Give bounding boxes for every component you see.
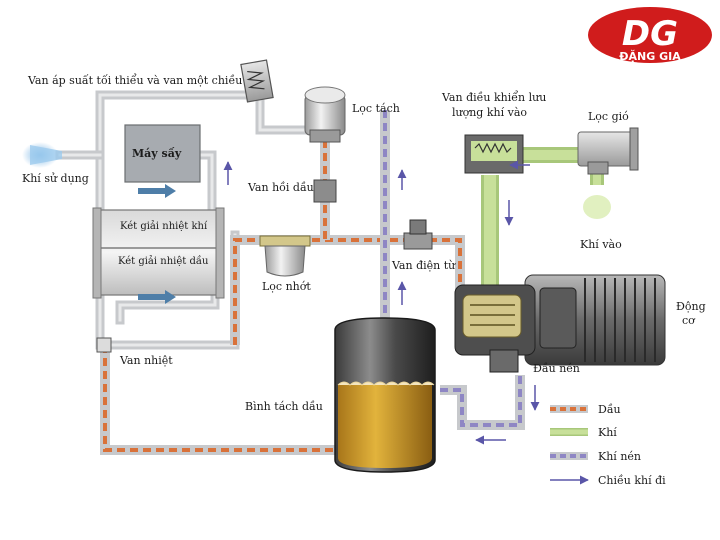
air-filter [577, 127, 639, 175]
coolers [92, 207, 225, 299]
label-thermal-valve: Van nhiệt [119, 354, 173, 367]
label-oil-return-valve: Van hồi dầu [247, 181, 314, 194]
label-compressor-head: Đầu nén [533, 362, 580, 375]
oil-line [100, 140, 465, 455]
label-motor-1: Động [676, 300, 706, 313]
oil-filter [259, 235, 311, 277]
logo-badge [588, 7, 712, 63]
legend: Dầu Khí Khí nén Chiều khí đi [550, 403, 666, 487]
motor [524, 274, 666, 366]
compressor-head [454, 284, 536, 373]
logo: DG ĐẶNG GIA [588, 7, 712, 63]
legend-label-oil: Dầu [598, 403, 621, 416]
logo-subtitle: ĐẶNG GIA [619, 49, 681, 63]
thermal-valve [96, 337, 112, 353]
label-oil-cooler: Két giải nhiệt dầu [118, 255, 209, 267]
label-separator-filter: Lọc tách [352, 102, 400, 115]
intake-air-path [481, 147, 604, 290]
label-motor-2: cơ [682, 314, 696, 327]
air-use-spray-icon [22, 142, 62, 168]
intake-valve [464, 134, 524, 174]
legend-label-air: Khí [598, 426, 617, 439]
arrow-right-icon [138, 290, 176, 304]
label-air-in: Khí vào [580, 238, 622, 251]
label-intake-valve-1: Van điều khiển lưu [441, 90, 546, 104]
label-air-cooler: Két giải nhiệt khí [120, 221, 208, 232]
label-oil-filter: Lọc nhớt [262, 280, 311, 293]
labels: Van áp suất tối thiểu và van một chiều L… [22, 73, 706, 413]
legend-item-direction: Chiều khí đi [550, 474, 666, 487]
legend-label-direction: Chiều khí đi [598, 474, 666, 487]
air-in-glow [583, 195, 611, 219]
flow-arrows [223, 160, 540, 445]
label-dryer: Máy sấy [132, 147, 182, 160]
label-oil-separator-tank: Bình tách dầu [245, 400, 323, 413]
cooler-flow-arrows [138, 184, 176, 304]
legend-item-air: Khí [550, 426, 617, 439]
oil-separator-tank [334, 317, 436, 473]
label-air-use: Khí sử dụng [22, 172, 89, 185]
compressed-air-path [380, 110, 525, 430]
legend-label-compressed-air: Khí nén [598, 450, 641, 463]
dryer [124, 124, 201, 183]
solenoid-valve [403, 219, 433, 250]
arrow-right-icon [138, 184, 176, 198]
label-min-pressure-valve: Van áp suất tối thiểu và van một chiều [27, 73, 242, 87]
label-air-filter: Lọc gió [588, 110, 629, 123]
label-intake-valve-2: lượng khí vào [452, 106, 527, 119]
min-pressure-valve [240, 59, 274, 103]
logo-text: DG [622, 14, 678, 54]
label-solenoid-valve: Van điện từ [391, 259, 456, 272]
legend-item-oil: Dầu [550, 403, 621, 416]
separator-filter [304, 86, 346, 143]
oil-return-valve [313, 179, 337, 203]
legend-item-compressed-air: Khí nén [550, 450, 641, 463]
